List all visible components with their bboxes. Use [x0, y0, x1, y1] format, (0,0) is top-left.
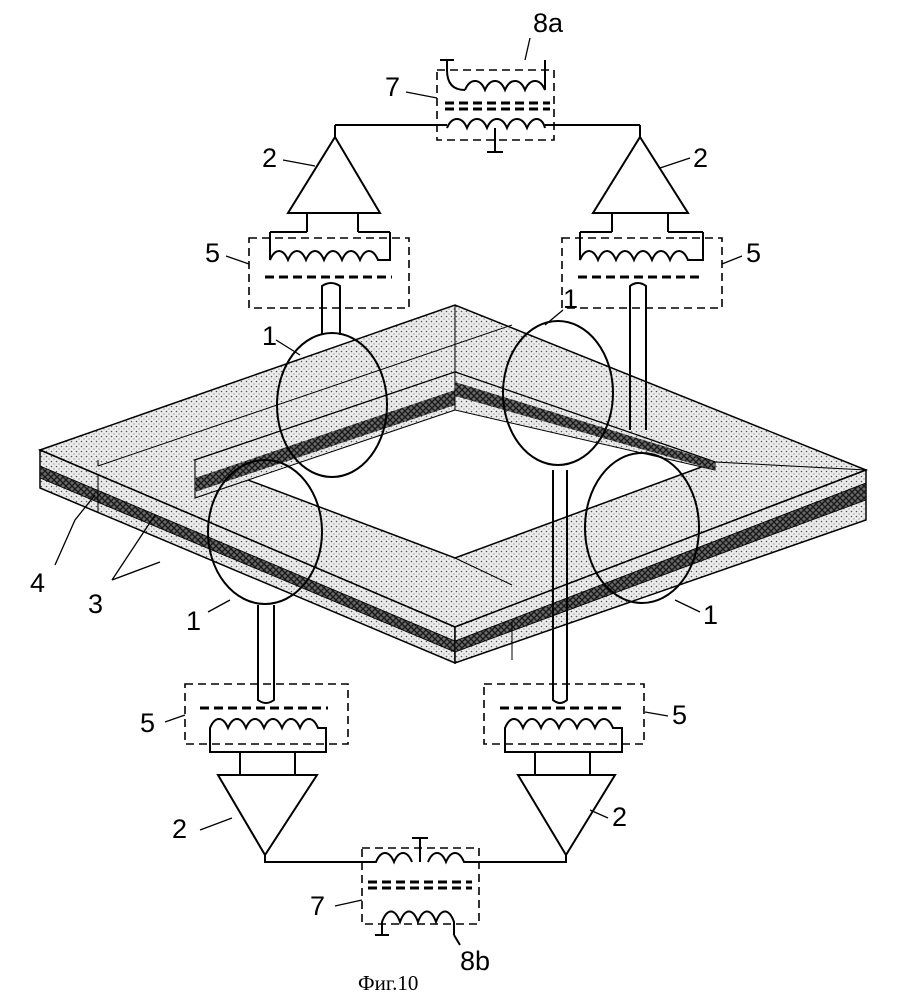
amplifier-bottom-right [516, 774, 617, 857]
bottom-circuit [184, 683, 645, 946]
label-2-bottom-right: 2 [612, 802, 627, 832]
label-5-bottom-right: 5 [672, 700, 687, 730]
outer-face-right-mid [454, 482, 867, 653]
coils [207, 320, 700, 605]
top-circuit [248, 59, 723, 309]
label-5-top-right: 5 [746, 238, 761, 268]
coil-back-right [502, 320, 614, 466]
label-1-back-left: 1 [262, 321, 277, 351]
amplifier-top-right [591, 135, 690, 214]
ring-top-surface [37, 304, 869, 628]
amplifier-bottom-left [216, 774, 319, 857]
label-2-bottom-left: 2 [172, 814, 187, 844]
inner-wall-back-right-mid [455, 382, 715, 470]
label-4: 4 [30, 568, 45, 598]
coupler-bottom-left [184, 683, 349, 745]
label-1-back-right: 1 [563, 284, 578, 314]
label-7-bottom: 7 [310, 891, 325, 921]
label-1-front-left: 1 [186, 606, 201, 636]
label-8b: 8b [460, 946, 490, 976]
inner-wall-back-left-mid [195, 390, 455, 492]
leader-lines [54, 37, 743, 907]
coupler-top-right [561, 237, 723, 309]
label-3: 3 [88, 589, 103, 619]
label-7-top: 7 [385, 72, 400, 102]
transformer-top [436, 69, 555, 141]
coil-front-left [207, 459, 323, 605]
labels: 8a 7 2 2 5 5 1 1 4 3 1 1 5 5 2 2 7 8b Фи… [30, 8, 761, 995]
label-1-front-right: 1 [703, 600, 718, 630]
layered-ring [37, 304, 869, 665]
label-5-top-left: 5 [205, 238, 220, 268]
connector-tubes [257, 282, 647, 704]
figure-caption: Фиг.10 [358, 971, 418, 995]
amplifier-top-left [286, 135, 382, 214]
coil-front-right [584, 452, 700, 604]
label-8a: 8a [533, 8, 564, 38]
coil-back-left [276, 332, 388, 478]
coupler-top-left [248, 237, 410, 309]
coupler-bottom-right [483, 683, 645, 745]
label-2-top-left: 2 [262, 143, 277, 173]
label-2-top-right: 2 [693, 143, 708, 173]
label-5-bottom-left: 5 [140, 708, 155, 738]
